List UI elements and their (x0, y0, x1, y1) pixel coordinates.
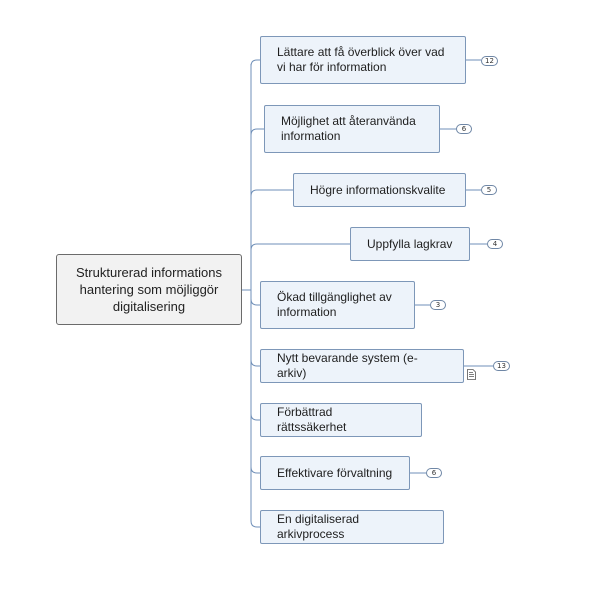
branch-connector (250, 59, 260, 67)
topic-count-badge[interactable]: 3 (430, 300, 446, 310)
topic-count-badge[interactable]: 12 (481, 56, 498, 66)
topic-label: Förbättrad rättssäkerhet (277, 405, 347, 434)
branch-connector (250, 359, 260, 367)
topic-count-badge[interactable]: 5 (481, 185, 497, 195)
topic-count-badge[interactable]: 6 (426, 468, 442, 478)
branch-connector (250, 189, 293, 197)
topic-count-badge[interactable]: 13 (493, 361, 510, 371)
topic-tillganglighet[interactable]: Ökad tillgänglighet av information (260, 281, 415, 329)
root-topic[interactable]: Strukturerad informations hantering som … (56, 254, 242, 325)
topic-count-badge[interactable]: 6 (456, 124, 472, 134)
topic-overblick[interactable]: Lättare att få överblick över vad vi har… (260, 36, 466, 84)
topic-lagkrav[interactable]: Uppfylla lagkrav (350, 227, 470, 261)
topic-count-badge[interactable]: 4 (487, 239, 503, 249)
topic-arkivprocess[interactable]: En digitaliserad arkivprocess (260, 510, 444, 544)
branch-connector (250, 413, 260, 421)
topic-label: Ökad tillgänglighet av information (277, 290, 392, 319)
branch-connector (250, 466, 260, 474)
topic-label: En digitaliserad arkivprocess (277, 512, 360, 541)
branch-connector (250, 520, 260, 528)
topic-label: Nytt bevarande system (e-arkiv) (277, 351, 418, 380)
topic-forvaltning[interactable]: Effektivare förvaltning (260, 456, 410, 490)
branch-connector (250, 128, 264, 136)
topic-label: Uppfylla lagkrav (367, 236, 453, 251)
topic-label: Effektivare förvaltning (277, 465, 393, 480)
branch-connector (250, 243, 350, 251)
topic-informationskvalite[interactable]: Högre informationskvalite (293, 173, 466, 207)
topic-label: Högre informationskvalite (310, 182, 446, 197)
topic-bevarande-system[interactable]: Nytt bevarande system (e-arkiv) (260, 349, 464, 383)
topic-rattssakerhet[interactable]: Förbättrad rättssäkerhet (260, 403, 422, 437)
topic-label: Möjlighet att återanvända information (281, 114, 416, 143)
topic-ateranvanda[interactable]: Möjlighet att återanvända information (264, 105, 440, 153)
root-topic-label: Strukturerad informations hantering som … (76, 265, 222, 314)
topic-label: Lättare att få överblick över vad vi har… (277, 45, 445, 74)
branch-connector (250, 298, 260, 306)
note-icon[interactable] (467, 369, 476, 380)
